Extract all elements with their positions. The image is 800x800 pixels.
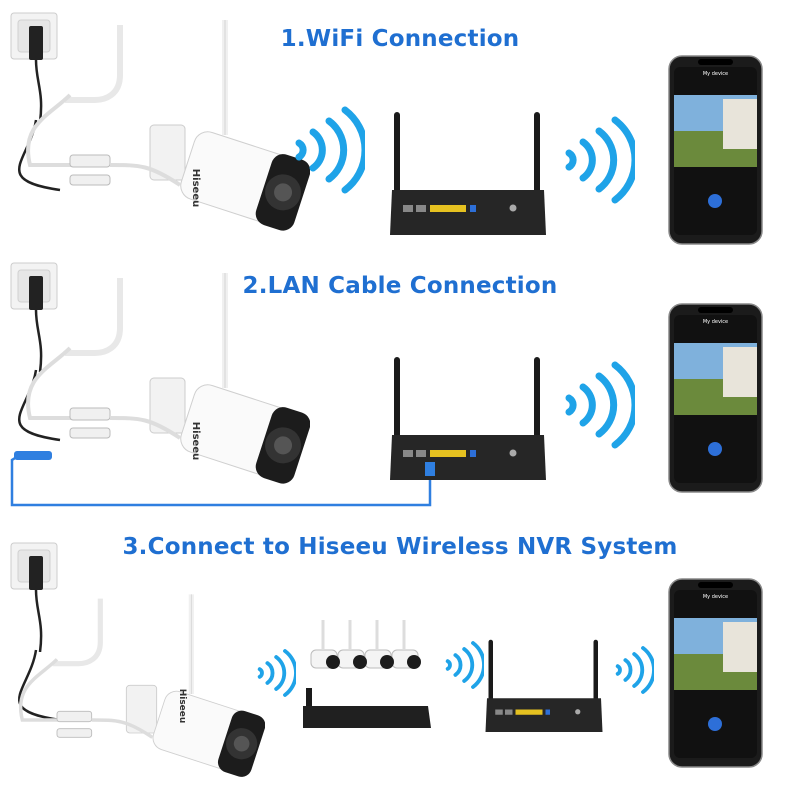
camera-brand: Hiseeu xyxy=(190,168,201,208)
camera-icon xyxy=(21,594,268,779)
power-cable xyxy=(17,369,61,442)
smartphone-icon xyxy=(668,578,763,768)
smartphone-icon xyxy=(668,55,763,245)
power-cable xyxy=(17,119,61,192)
wifi-waves-icon xyxy=(615,646,654,694)
camera-brand: Hiseeu xyxy=(177,688,187,724)
section-title-wifi: 1.WiFi Connection xyxy=(280,26,520,52)
lan-plug xyxy=(425,462,435,476)
camera-icon xyxy=(28,273,313,487)
phone-screen-title: My device xyxy=(702,594,729,600)
lan-connector xyxy=(14,451,52,460)
power-adapter-socket-icon xyxy=(10,12,59,122)
power-adapter-socket-icon xyxy=(10,262,59,372)
power-cable xyxy=(17,649,61,722)
router-icon xyxy=(390,112,546,235)
wifi-waves-icon xyxy=(257,649,296,697)
section-title-nvr: 3.Connect to Hiseeu Wireless NVR System xyxy=(122,534,678,560)
camera-brand: Hiseeu xyxy=(190,421,201,461)
wifi-waves-icon xyxy=(569,365,635,445)
power-adapter-socket-icon xyxy=(10,542,59,652)
phone-screen-title: My device xyxy=(702,71,729,77)
nvr-system-icon xyxy=(303,620,433,730)
wifi-waves-icon xyxy=(299,110,365,190)
section-title-lan: 2.LAN Cable Connection xyxy=(242,273,558,299)
phone-screen-title: My device xyxy=(702,319,729,325)
router-icon xyxy=(390,357,546,480)
wifi-waves-icon xyxy=(569,120,635,200)
camera-icon xyxy=(28,20,313,234)
router-icon xyxy=(485,639,603,732)
smartphone-icon xyxy=(668,303,763,493)
wifi-waves-icon xyxy=(445,641,484,689)
